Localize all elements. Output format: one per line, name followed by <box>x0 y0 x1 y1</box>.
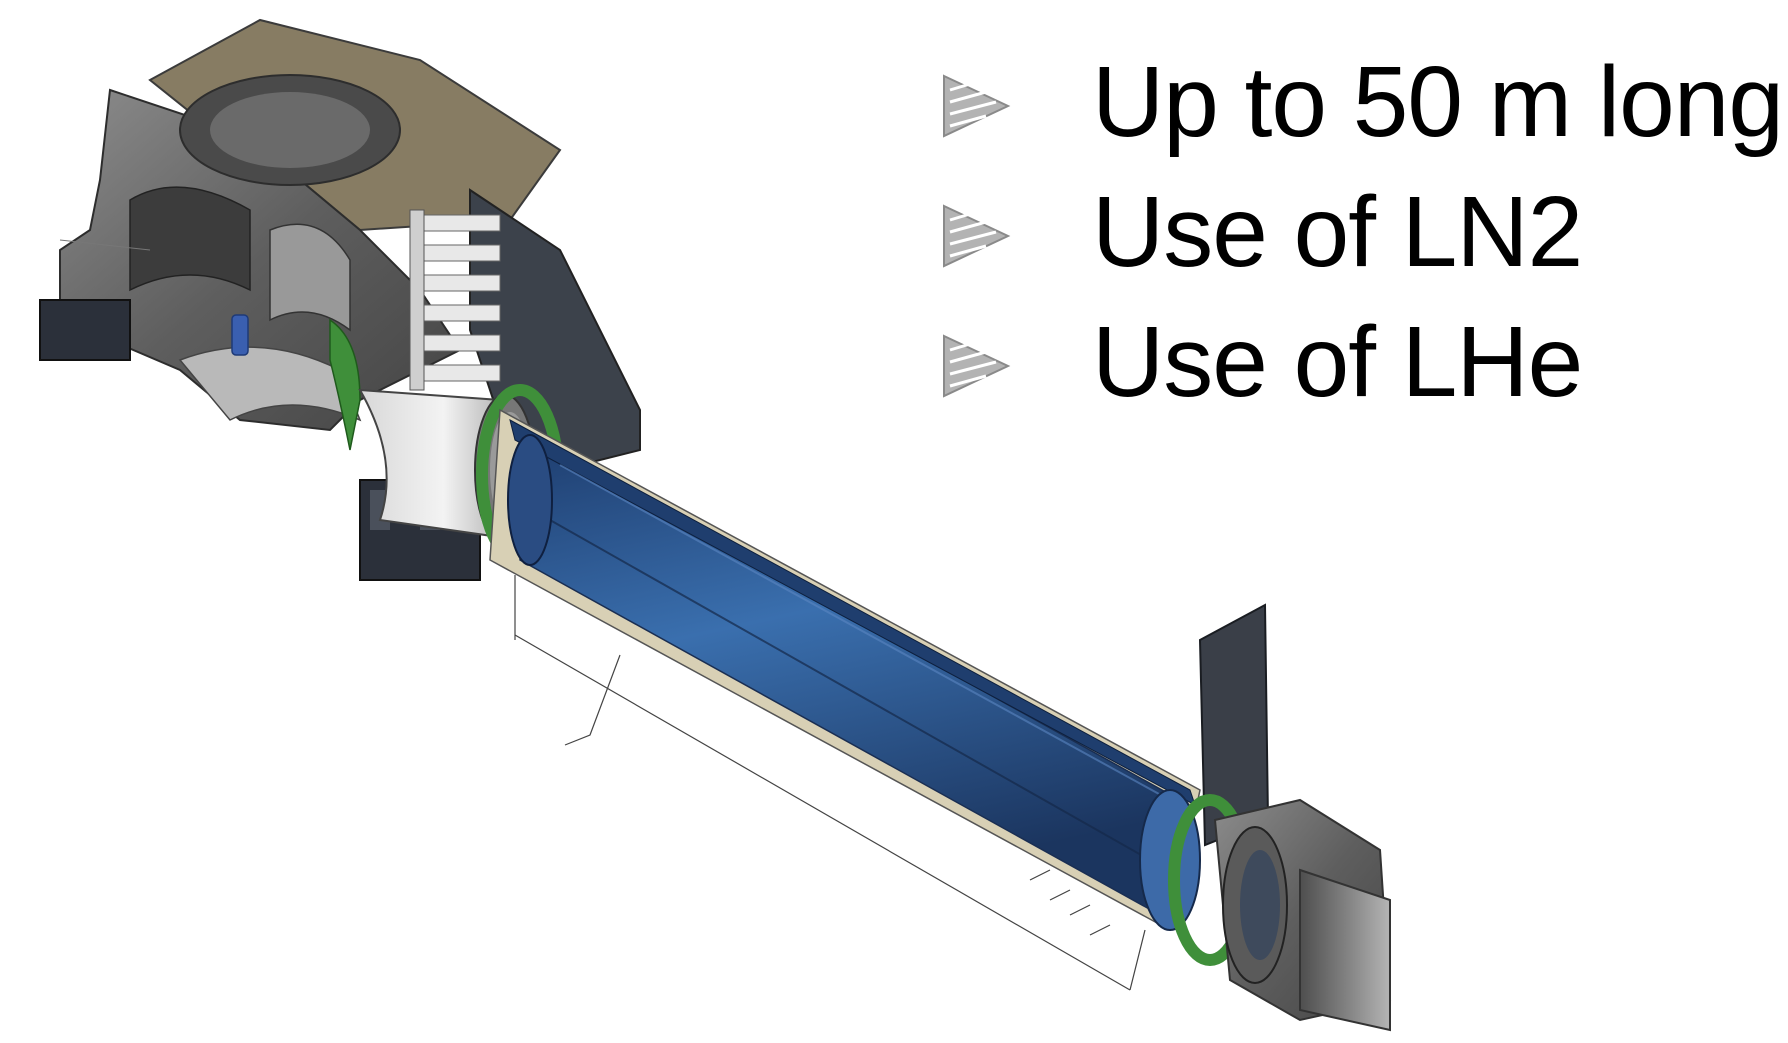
tube-blue-interior <box>519 438 1181 917</box>
construction-line <box>59 239 151 251</box>
dimension-lines <box>514 575 1146 991</box>
base-block-left <box>39 299 131 361</box>
bullet-text: Use of LHe <box>1092 306 1583 418</box>
housing-body <box>59 88 462 432</box>
triangle-bullet-icon <box>943 204 1011 268</box>
seal-ring-upper <box>329 318 361 451</box>
end-cap <box>1299 868 1391 1032</box>
blue-fitting <box>231 314 249 356</box>
bullet-item: Use of LN2 <box>940 168 1780 298</box>
triangle-bullet-icon <box>943 334 1011 398</box>
triangle-bullet-icon <box>943 74 1011 138</box>
bullet-item: Up to 50 m long <box>940 38 1784 168</box>
bullet-text: Use of LN2 <box>1092 176 1583 288</box>
bullet-text: Up to 50 m long <box>1092 46 1784 158</box>
bullet-item: Use of LHe <box>940 298 1780 428</box>
housing-inner-bore <box>129 186 251 292</box>
feature-bullet-list: Up to 50 m long Use of LN2 Use of LHe <box>940 38 1784 428</box>
fin-stack <box>409 209 501 391</box>
